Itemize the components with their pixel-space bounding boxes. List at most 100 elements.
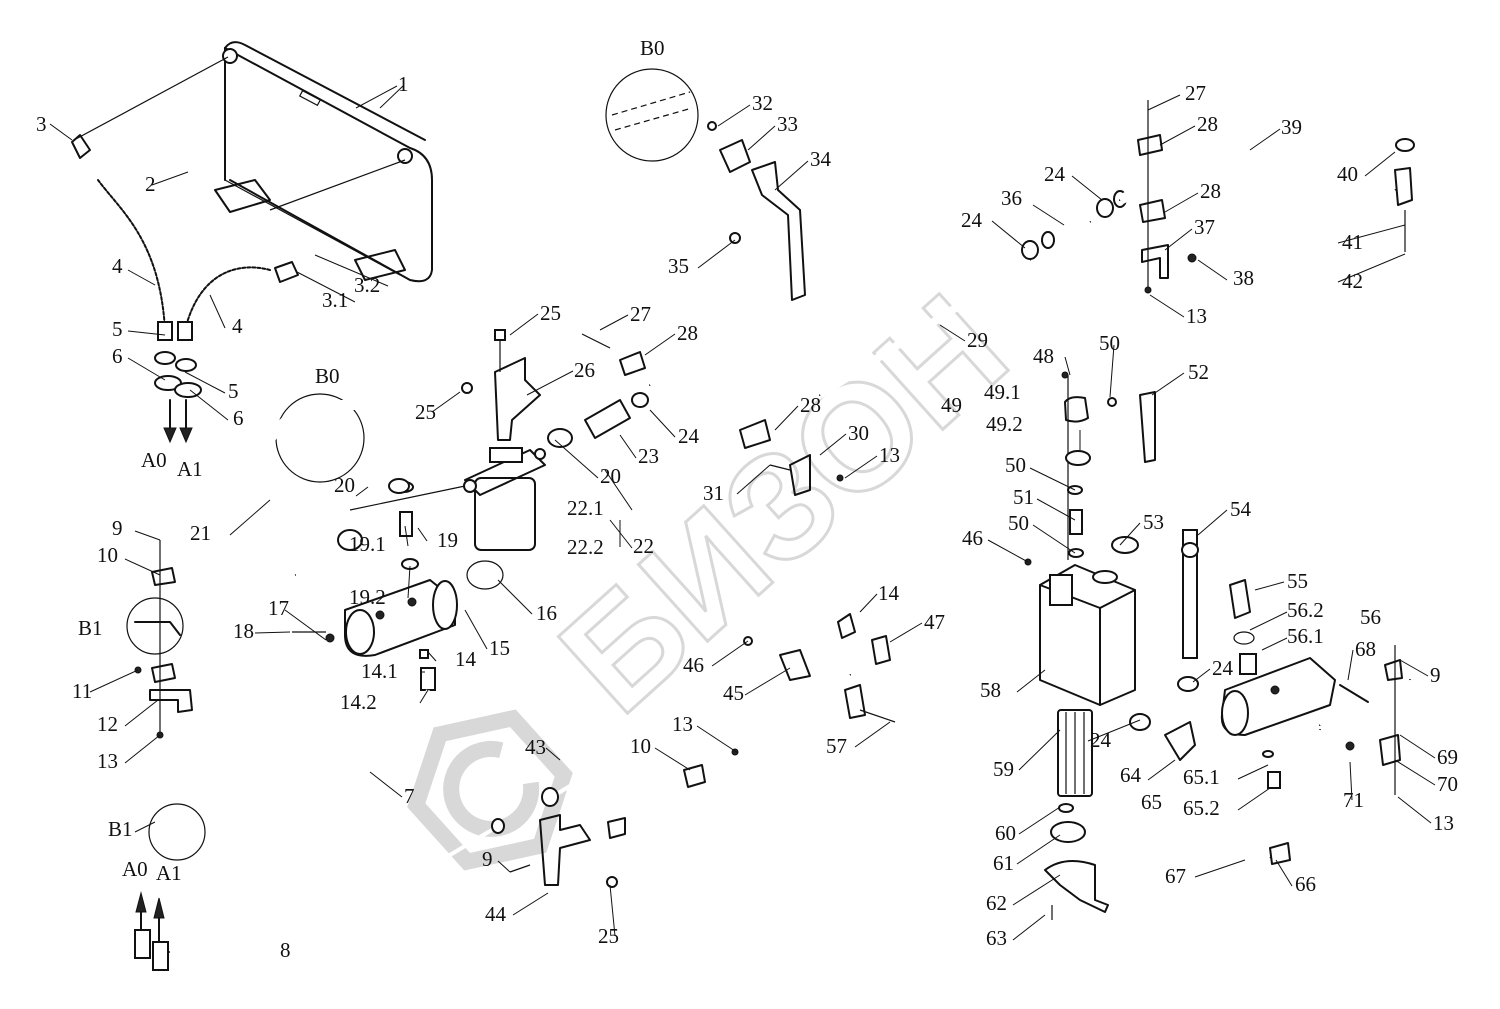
leader-line <box>1249 611 1288 631</box>
callout-label: 36 <box>1001 186 1022 210</box>
leader-line <box>609 884 616 937</box>
leader-line <box>1399 734 1436 759</box>
callout-label: 25 <box>540 301 561 325</box>
leader-line <box>1275 859 1293 887</box>
leader-line <box>127 269 156 286</box>
hose-39 <box>1117 100 1415 294</box>
callout-label: 19 <box>437 528 458 552</box>
callout-label: 70 <box>1437 772 1458 796</box>
leader-line <box>1147 94 1181 111</box>
pipe-assembly-43 <box>509 613 896 888</box>
callout-label: A0 <box>141 448 167 472</box>
callout-label: 22.1 <box>567 496 604 520</box>
callout-label: 5 <box>112 317 123 341</box>
callout-label: 24 <box>961 208 983 232</box>
callout-label: 17 <box>268 596 289 620</box>
callout-label: 38 <box>1233 266 1254 290</box>
leader-line <box>355 486 369 497</box>
callout-label: B1 <box>78 616 103 640</box>
leader-line <box>419 689 429 704</box>
callout-label: 25 <box>598 924 619 948</box>
leader-line <box>417 527 428 542</box>
leader-line <box>1397 796 1432 824</box>
leader-line <box>134 821 156 833</box>
leader-line <box>526 370 574 396</box>
leader-line <box>379 85 404 109</box>
leader-line <box>184 371 226 394</box>
callout-label: 67 <box>1165 864 1186 888</box>
callout-label: A1 <box>156 861 182 885</box>
leader-line <box>1237 787 1271 811</box>
callout-label: 48 <box>1033 344 1054 368</box>
callout-label: 43 <box>525 735 546 759</box>
leader-line <box>1249 128 1281 151</box>
callout-label: 22 <box>633 534 654 558</box>
callout-label: 58 <box>980 678 1001 702</box>
pump-assembly-15 <box>292 481 504 691</box>
callout-label: 18 <box>233 619 254 643</box>
callout-label: 25 <box>415 400 436 424</box>
leader-line <box>1347 649 1354 681</box>
leader-line <box>151 171 189 186</box>
callout-label: 13 <box>97 749 118 773</box>
callout-label: 9 <box>112 516 123 540</box>
bracket-30 <box>769 454 844 496</box>
leader-line <box>736 464 771 495</box>
callout-label: 19.1 <box>349 532 386 556</box>
callout-label: 69 <box>1437 745 1458 769</box>
callout-label: 46 <box>683 653 704 677</box>
callout-label: 4 <box>112 254 123 278</box>
leader-line <box>1159 125 1196 146</box>
leader-line <box>1364 151 1396 177</box>
leader-line <box>604 469 633 511</box>
leader-line <box>1109 344 1115 398</box>
leader-line <box>369 771 403 798</box>
callout-label: 46 <box>962 526 983 550</box>
callout-label: 2 <box>145 172 156 196</box>
leader-line <box>1237 764 1269 780</box>
leader-line <box>427 651 437 662</box>
leader-line <box>1012 914 1046 941</box>
leader-line <box>1337 253 1406 283</box>
leader-line <box>431 391 461 413</box>
callout-label: 1 <box>398 72 409 96</box>
leader-line <box>696 725 739 754</box>
callout-label: 24 <box>1212 656 1234 680</box>
leader-line <box>1261 637 1288 651</box>
leader-line <box>1164 228 1193 251</box>
leader-line <box>609 519 633 549</box>
leader-line <box>209 294 226 329</box>
callout-label: 14 <box>455 647 477 671</box>
callout-label: 40 <box>1337 162 1358 186</box>
leader-line <box>744 667 791 696</box>
leader-line <box>464 609 488 650</box>
callout-label: 23 <box>638 444 659 468</box>
leader-line <box>1254 581 1285 591</box>
callout-label: 65.2 <box>1183 796 1220 820</box>
loop-hose-21 <box>244 400 411 586</box>
callout-label: B1 <box>108 817 133 841</box>
pipes-7-8 <box>134 689 505 971</box>
callout-label: 65 <box>1141 790 1162 814</box>
leader-line <box>407 565 411 599</box>
callout-label: 37 <box>1194 215 1215 239</box>
callout-label: A0 <box>122 857 148 881</box>
callout-label: 10 <box>630 734 651 758</box>
leader-line <box>1016 834 1061 865</box>
callout-label: 10 <box>97 543 118 567</box>
callout-label: 54 <box>1230 497 1252 521</box>
callout-label: 9 <box>482 847 493 871</box>
callout-label: 49 <box>941 393 962 417</box>
callout-label: 34 <box>810 147 832 171</box>
callout-label: 52 <box>1188 360 1209 384</box>
callout-label: 29 <box>967 328 988 352</box>
callout-label: B0 <box>640 36 665 60</box>
callout-label: 13 <box>879 443 900 467</box>
callout-label: 14.1 <box>361 659 398 683</box>
callout-label: 27 <box>630 302 651 326</box>
callout-label: 26 <box>574 358 595 382</box>
leader-line <box>1016 669 1046 693</box>
callout-label: A1 <box>177 457 203 481</box>
bracket-34 <box>707 121 806 301</box>
callout-label: 24 <box>678 424 700 448</box>
